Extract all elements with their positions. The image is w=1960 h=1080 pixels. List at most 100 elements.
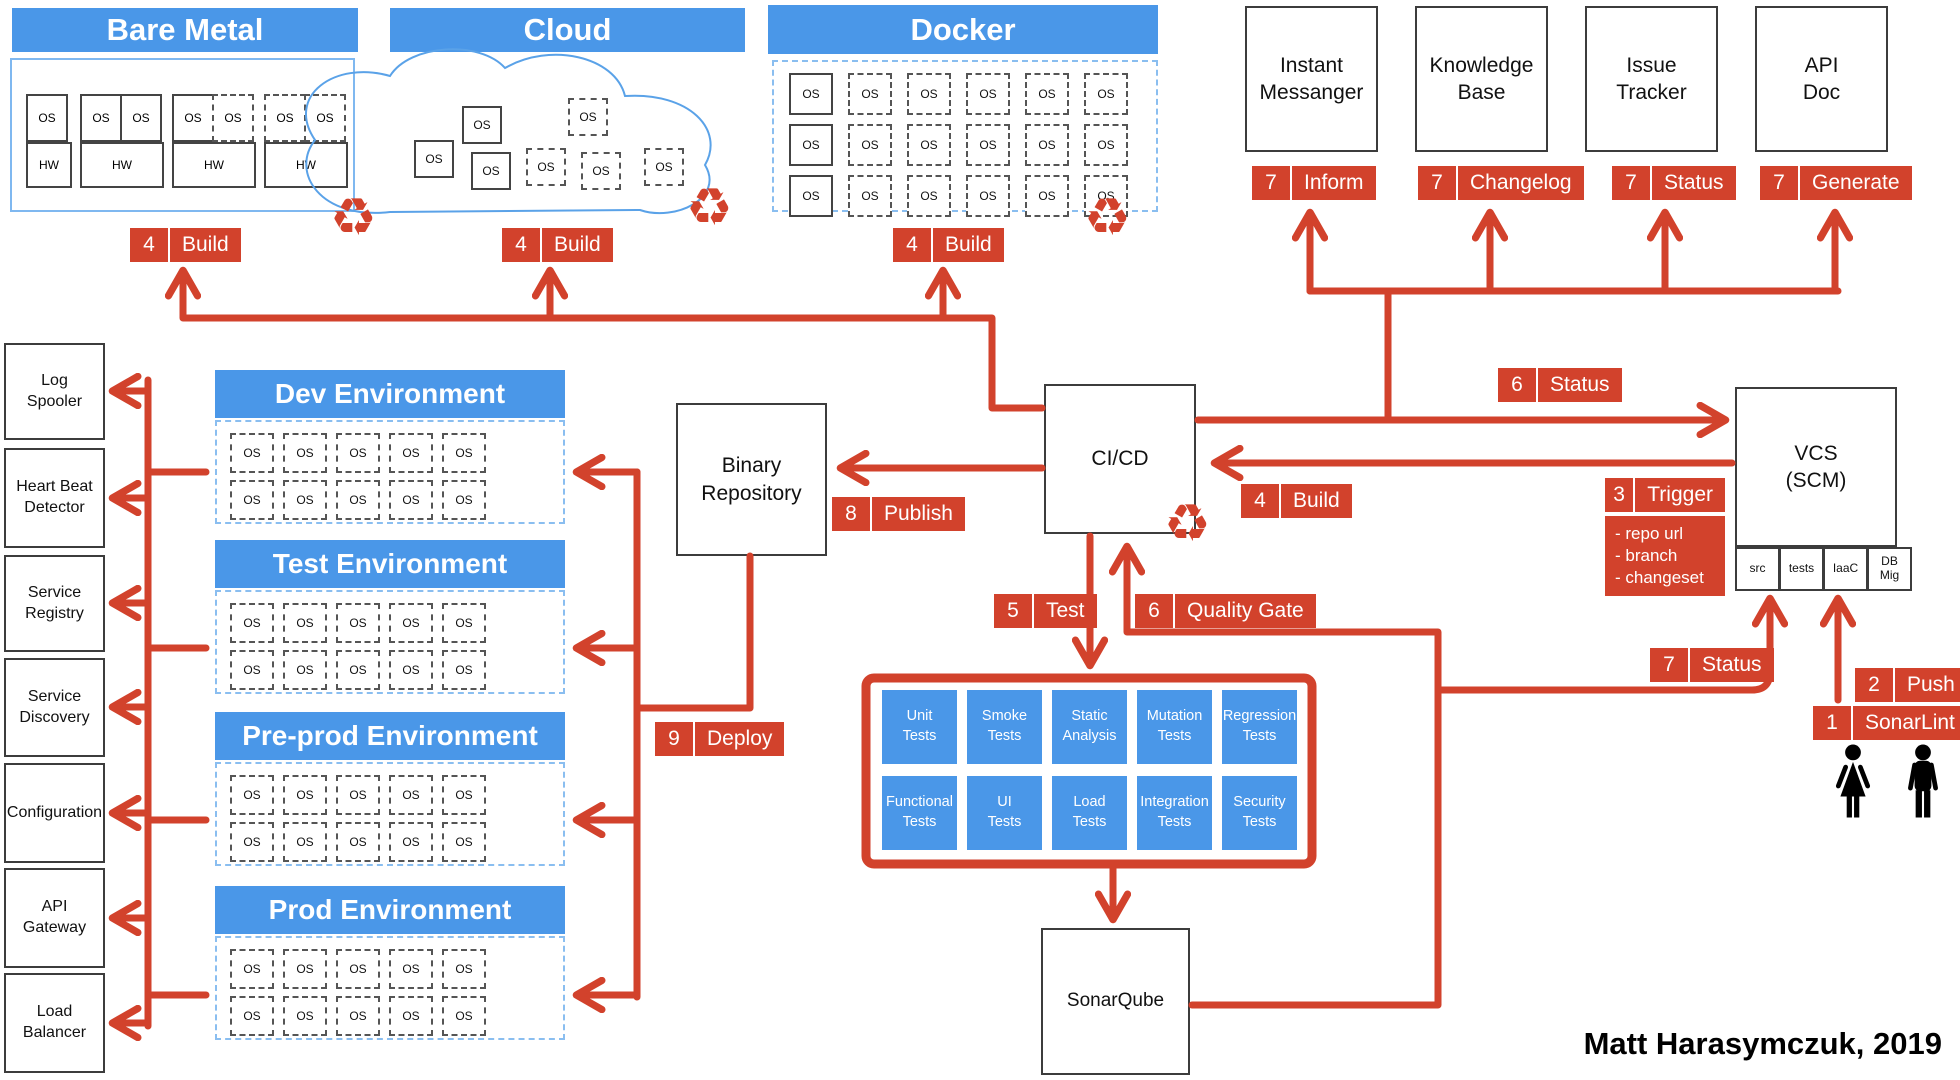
os-label: OS xyxy=(402,835,420,849)
os-cell-dashed: OS xyxy=(389,650,433,690)
step-build-docker: 4 Build xyxy=(893,228,1004,262)
os-label: OS xyxy=(243,962,261,976)
os-cell-dashed: OS xyxy=(283,775,327,815)
os-label: OS xyxy=(243,616,261,630)
step-number: 7 xyxy=(1418,166,1458,200)
sonarqube-box: SonarQube xyxy=(1041,928,1190,1075)
service-label: API xyxy=(41,898,68,916)
service-label: Log xyxy=(41,371,68,389)
os-cell-dashed: OS xyxy=(304,94,346,142)
os-cell-dashed: OS xyxy=(230,480,274,520)
vcs-compartment-tests: tests xyxy=(1779,547,1823,591)
vcs-box: VCS (SCM) xyxy=(1735,387,1897,547)
vcs-label: (SCM) xyxy=(1785,469,1847,492)
step-text: Deploy xyxy=(707,727,773,750)
test-label: Security xyxy=(1233,794,1286,811)
os-cell-dashed: OS xyxy=(848,175,892,217)
os-cell-dashed: OS xyxy=(442,603,486,643)
os-label: OS xyxy=(1038,189,1056,203)
env-title: Pre-prod Environment xyxy=(242,720,538,751)
test-label: Analysis xyxy=(1062,728,1117,744)
step-text: Changelog xyxy=(1470,171,1572,194)
os-label: OS xyxy=(455,616,473,630)
os-cell-dashed: OS xyxy=(966,175,1010,217)
os-cell-dashed: OS xyxy=(442,480,486,520)
os-label: OS xyxy=(920,189,938,203)
step-number: 7 xyxy=(1612,166,1652,200)
os-label: OS xyxy=(296,1009,314,1023)
os-label: OS xyxy=(1097,138,1115,152)
test-label: Smoke xyxy=(981,708,1028,725)
service-label: Discovery xyxy=(19,708,90,726)
docker-title: Docker xyxy=(910,11,1016,47)
service-label: Configuration xyxy=(6,803,103,821)
os-cell-dashed: OS xyxy=(230,775,274,815)
os-cell-dashed: OS xyxy=(966,73,1010,115)
step-text: Quality Gate xyxy=(1187,599,1304,622)
os-cell-dashed: OS xyxy=(389,775,433,815)
os-label: OS xyxy=(296,446,314,460)
vcs-label: VCS xyxy=(1794,441,1838,465)
os-cell-dashed: OS xyxy=(907,73,951,115)
vcs-compartment-src: src xyxy=(1735,547,1779,591)
test-label: Tests xyxy=(1157,728,1192,744)
os-cell-dashed: OS xyxy=(336,433,380,473)
bare-metal-panel: OS HW OS OS HW OS OS HW OS OS HW xyxy=(10,58,355,212)
test-label: Static xyxy=(1071,708,1108,725)
os-label: OS xyxy=(296,788,314,802)
os-cell-dashed: OS xyxy=(1084,175,1128,217)
os-cell-dashed: OS xyxy=(389,949,433,989)
step-number: 4 xyxy=(1241,484,1281,518)
step-number: 4 xyxy=(502,228,542,262)
vcs-compartment-iaac: IaaC xyxy=(1823,547,1867,591)
sonarqube-label: SonarQube xyxy=(1066,990,1165,1012)
step-number: 1 xyxy=(1813,706,1853,740)
os-label: OS xyxy=(455,835,473,849)
hw-label: HW xyxy=(112,158,132,172)
os-cell-dashed: OS xyxy=(389,603,433,643)
cicd-box: CI/CD xyxy=(1044,384,1196,534)
step-number: 4 xyxy=(893,228,933,262)
step-number: 6 xyxy=(1498,368,1538,402)
os-label: OS xyxy=(349,962,367,976)
os-cell: OS xyxy=(172,94,214,142)
service-label: Balancer xyxy=(22,1024,87,1041)
os-label: OS xyxy=(402,493,420,507)
test-label: Regression xyxy=(1222,708,1297,725)
prod-environment-header: Prod Environment xyxy=(215,886,565,934)
service-label: Heart Beat xyxy=(16,478,93,496)
os-cell-dashed: OS xyxy=(442,775,486,815)
hw-label: HW xyxy=(296,158,316,172)
os-label: OS xyxy=(482,164,500,178)
test-label: Load xyxy=(1073,794,1106,811)
test-environment-header: Test Environment xyxy=(215,540,565,588)
test-label: Tests xyxy=(902,814,937,830)
os-label: OS xyxy=(979,189,997,203)
os-label: OS xyxy=(296,835,314,849)
hw-label: HW xyxy=(204,158,224,172)
os-label: OS xyxy=(920,138,938,152)
step-number: 6 xyxy=(1135,594,1175,628)
os-cell-dashed: OS xyxy=(230,603,274,643)
step-text: Build xyxy=(945,233,992,256)
os-label: OS xyxy=(243,663,261,677)
step-quality-gate: 6 Quality Gate xyxy=(1135,594,1316,628)
test-label: Tests xyxy=(1242,728,1277,744)
cicd-label: CI/CD xyxy=(1091,447,1149,471)
